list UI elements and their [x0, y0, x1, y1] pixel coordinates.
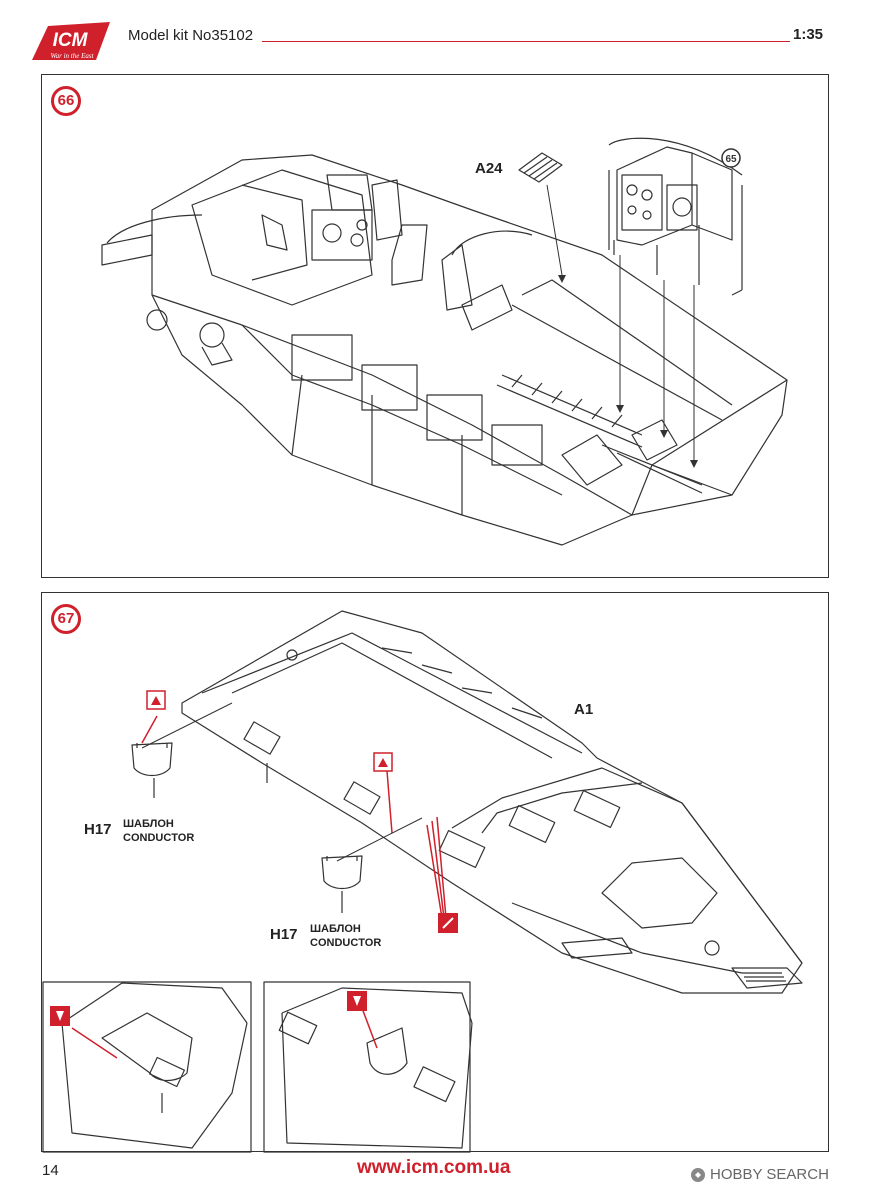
step-66-panel: 65 66 A24 [41, 74, 829, 578]
step-66-badge: 66 [51, 86, 81, 116]
hobby-search-icon [690, 1167, 706, 1183]
h17-a-ru: ШАБЛОН [123, 818, 174, 830]
h17-a-en: CONDUCTOR [123, 832, 195, 844]
step-67-badge: 67 [51, 604, 81, 634]
part-a24-label: A24 [475, 160, 503, 177]
hobby-search-text: HOBBY SEARCH [710, 1166, 829, 1183]
footer-url-link[interactable]: www.icm.com.ua [357, 1157, 511, 1178]
h17-b-part: H17 [270, 926, 298, 943]
h17-b-en: CONDUCTOR [310, 937, 382, 949]
h17-b-ru: ШАБЛОН [310, 923, 361, 935]
svg-text:ICM: ICM [53, 30, 89, 51]
kit-number: Model kit No35102 [128, 27, 254, 44]
svg-text:War in the East: War in the East [50, 52, 94, 60]
header-rule [262, 41, 790, 42]
step-67-drawing [42, 610, 803, 1153]
part-a1-label: A1 [574, 701, 594, 718]
icm-logo: ICM War in the East [30, 20, 112, 68]
scale-label: 1:35 [793, 26, 824, 43]
page-header: ICM War in the East Model kit No35102 1:… [0, 0, 869, 70]
page-number: 14 [42, 1162, 59, 1179]
step-66-drawing: 65 [101, 137, 788, 546]
h17-a-part: H17 [84, 821, 112, 838]
ref-step-65: 65 [725, 154, 737, 165]
step-67-panel: 67 A1 H17 ШАБЛОН CONDUCTOR H17 ШАБЛОН CO… [41, 592, 829, 1153]
hobby-search-watermark: HOBBY SEARCH [690, 1166, 829, 1183]
